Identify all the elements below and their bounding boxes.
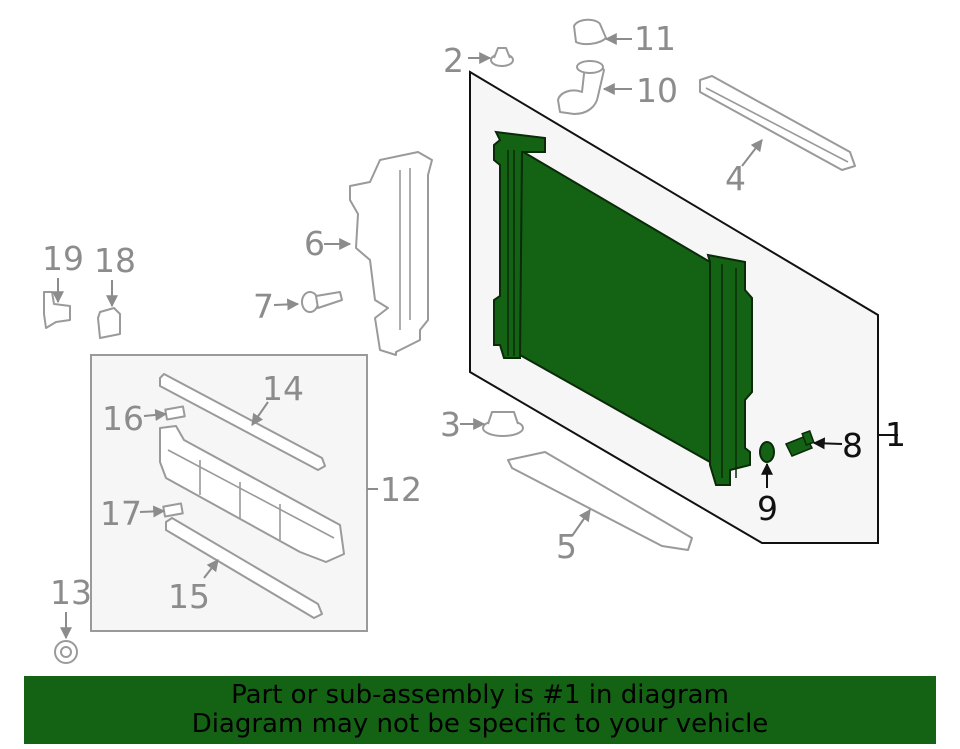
- deflector-part[interactable]: [159, 425, 345, 563]
- callout-12: 12: [380, 470, 422, 509]
- radiator-cap-part[interactable]: [573, 18, 607, 46]
- seal-upper-part[interactable]: [159, 373, 326, 471]
- banner-line-1: Part or sub-assembly is #1 in diagram: [231, 680, 729, 710]
- air-guide-part[interactable]: [349, 151, 433, 356]
- clip-16-part[interactable]: [164, 405, 186, 421]
- callout-6: 6: [304, 224, 325, 263]
- callout-13: 13: [50, 573, 92, 612]
- callout-1: 1: [885, 415, 906, 454]
- nut-part[interactable]: [54, 640, 78, 664]
- callout-14: 14: [262, 369, 304, 408]
- callout-17: 17: [100, 494, 142, 533]
- callout-15: 15: [168, 577, 210, 616]
- bolt-part[interactable]: [301, 291, 343, 313]
- callout-16: 16: [102, 399, 144, 438]
- callout-7: 7: [253, 287, 274, 326]
- banner-line-2: Diagram may not be specific to your vehi…: [191, 709, 769, 739]
- callout-5: 5: [556, 527, 577, 566]
- seal-lower-part[interactable]: [165, 517, 323, 619]
- callout-18: 18: [94, 241, 136, 280]
- callout-8: 8: [842, 426, 863, 465]
- callout-10: 10: [636, 71, 678, 110]
- clip-17-part[interactable]: [162, 502, 184, 518]
- o-ring-part[interactable]: [759, 441, 775, 463]
- radiator-part[interactable]: [493, 130, 753, 486]
- callout-2: 2: [443, 41, 464, 80]
- callout-3: 3: [440, 405, 461, 444]
- drain-cock-part[interactable]: [784, 430, 815, 457]
- info-banner: Part or sub-assembly is #1 in diagram Di…: [24, 676, 936, 744]
- parts-diagram: 1 2 3 4 5 6 7 8 9 10 11 12 13 14 15 16 1…: [42, 18, 906, 664]
- upper-mount-part[interactable]: [490, 47, 514, 67]
- radiator-hose-part[interactable]: [557, 60, 605, 115]
- bracket-18-part[interactable]: [97, 307, 121, 339]
- callout-4: 4: [725, 159, 746, 198]
- callout-11: 11: [634, 19, 676, 58]
- upper-support-part[interactable]: [699, 75, 856, 171]
- lower-support-part[interactable]: [507, 451, 693, 551]
- callout-19: 19: [42, 239, 84, 278]
- callout-9: 9: [757, 489, 778, 528]
- lower-mount-part[interactable]: [482, 411, 524, 437]
